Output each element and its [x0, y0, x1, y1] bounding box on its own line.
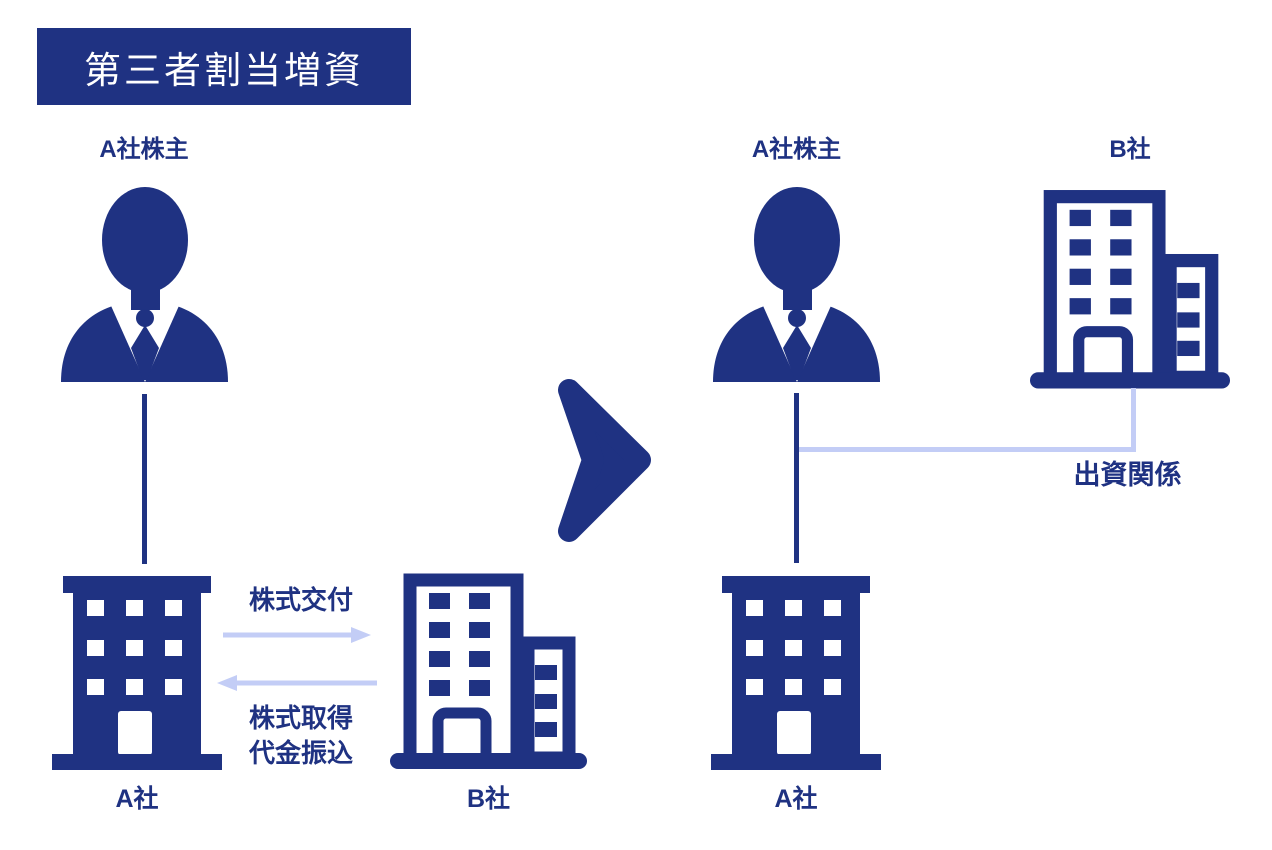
after-company-b-label: B社 — [1109, 136, 1151, 163]
building-outline-icon — [390, 573, 587, 769]
after-ownership-line — [794, 393, 799, 563]
after-company-a-label: A社 — [774, 785, 818, 813]
title-box: 第三者割当増資 — [37, 28, 411, 105]
before-shareholder-label: A社株主 — [99, 136, 189, 163]
investment-relation-label: 出資関係 — [1073, 460, 1182, 490]
person-icon — [713, 187, 880, 382]
arrow-right-icon — [223, 627, 371, 643]
building-outline-icon — [1030, 190, 1230, 389]
building-filled-icon — [711, 576, 881, 770]
after-shareholder-label: A社株主 — [751, 136, 842, 163]
investment-relation-line-vertical — [1131, 388, 1136, 452]
page-title: 第三者割当増資 — [84, 49, 364, 91]
flow-payment-label-line2: 代金振込 — [248, 738, 353, 768]
building-filled-icon — [52, 576, 222, 770]
flow-payment-label-line1: 株式取得 — [248, 703, 353, 733]
before-company-b-label: B社 — [466, 785, 511, 813]
flow-share-delivery-label: 株式交付 — [248, 585, 353, 615]
flow-payment-label: 株式取得 代金振込 — [222, 701, 380, 771]
person-icon — [61, 187, 228, 382]
before-ownership-line — [142, 394, 147, 564]
chevron-right-icon — [558, 379, 651, 542]
before-company-a-label: A社 — [115, 785, 159, 813]
arrow-left-icon — [217, 675, 377, 691]
investment-relation-line-horizontal — [799, 447, 1136, 452]
